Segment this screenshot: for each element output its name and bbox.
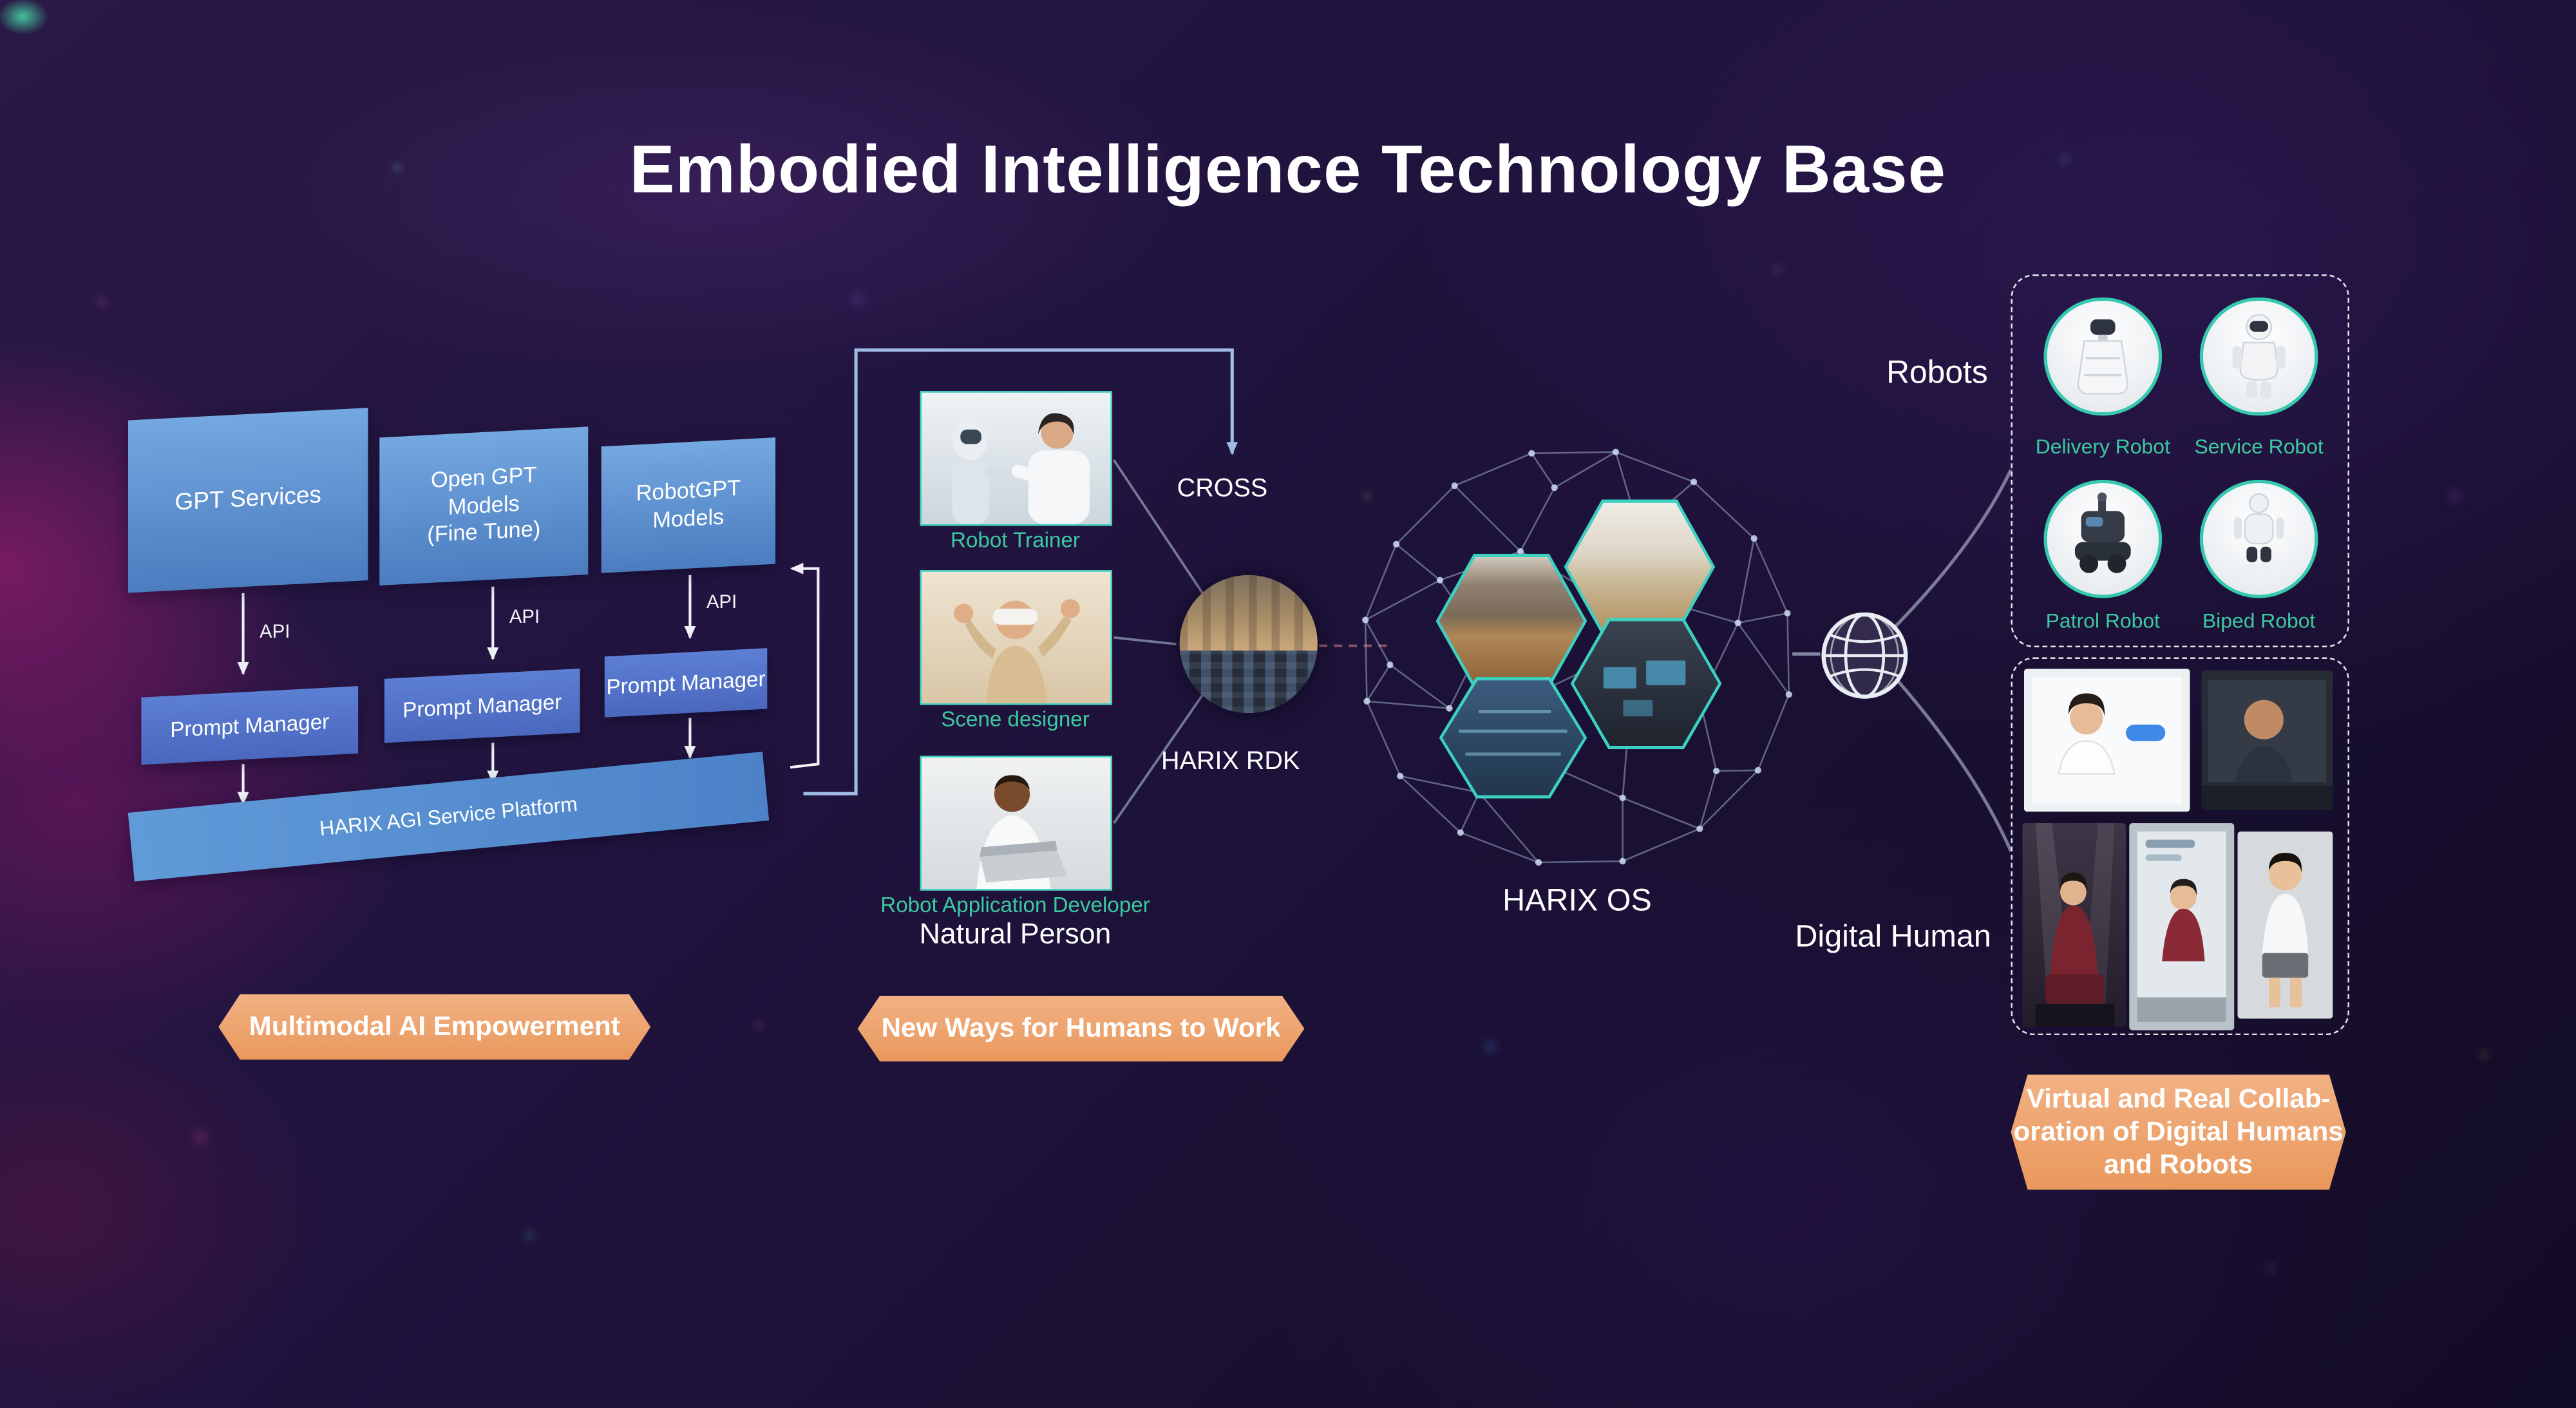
scene-designer-image: [922, 571, 1111, 703]
digital-human-presenter-image: [2023, 669, 2190, 812]
model-box-label: Open GPT Models (Fine Tune): [427, 461, 541, 548]
banner-multimodal-ai: Multimodal AI Empowerment: [218, 994, 651, 1060]
cross-globe-scene: [1179, 575, 1318, 652]
robots-panel: [2011, 274, 2349, 648]
model-box-robotgpt: RobotGPT Models: [601, 437, 776, 573]
banner-label: Multimodal AI Empowerment: [249, 1012, 620, 1042]
digital-human-video-call-image: [2201, 670, 2333, 810]
caption-robot-trainer: Robot Trainer: [951, 527, 1080, 553]
hex-scene-control-room: [1570, 618, 1722, 750]
prompt-manager-box: Prompt Manager: [604, 648, 768, 718]
banner-new-ways: New Ways for Humans to Work: [857, 995, 1305, 1061]
api-label: API: [706, 593, 737, 613]
cross-rdk-globe-image: [1179, 575, 1318, 714]
banner-label: New Ways for Humans to Work: [881, 1013, 1281, 1043]
harix-os-label: HARIX OS: [1502, 884, 1652, 919]
natural-person-label: Natural Person: [919, 917, 1112, 950]
digital-human-stage-image: [2022, 823, 2126, 1027]
biped-robot-label: Biped Robot: [2202, 609, 2316, 633]
hex-scene-image: [1442, 680, 1584, 795]
harix-rdk-label: HARIX RDK: [1161, 747, 1300, 776]
model-box-open-gpt: Open GPT Models (Fine Tune): [379, 426, 589, 585]
delivery-robot-label: Delivery Robot: [2035, 435, 2170, 459]
photo-robot-application-developer: [920, 756, 1113, 891]
cross-label: CROSS: [1177, 475, 1268, 503]
prompt-manager-label: Prompt Manager: [606, 666, 766, 699]
biped-robot-image: [2199, 479, 2318, 598]
model-box-label: GPT Services: [175, 483, 321, 517]
digital-human-child-image: [2237, 831, 2333, 1019]
model-box-label: RobotGPT Models: [636, 475, 741, 532]
photo-scene-designer: [920, 570, 1113, 705]
delivery-robot-image: [2043, 297, 2163, 416]
api-label: API: [260, 622, 290, 643]
digital-human-panel: [2011, 657, 2349, 1036]
digital-human-kiosk-image: [2129, 823, 2235, 1031]
prompt-manager-label: Prompt Manager: [402, 689, 562, 723]
patrol-robot-image: [2043, 479, 2163, 598]
globe-icon: [1819, 609, 1911, 701]
caption-robot-application-developer: Robot Application Developer: [880, 892, 1150, 917]
hex-scene-image: [1439, 557, 1584, 685]
page-title: Embodied Intelligence Technology Base: [629, 131, 1947, 207]
robots-label: Robots: [1886, 355, 1988, 392]
banner-label: Virtual and Real Collab- oration of Digi…: [2013, 1084, 2344, 1180]
prompt-manager-box: Prompt Manager: [384, 668, 580, 743]
network-sphere: [1350, 437, 1804, 878]
patrol-robot-label: Patrol Robot: [2045, 609, 2160, 633]
prompt-manager-box: Prompt Manager: [141, 686, 359, 765]
robot-trainer-image: [922, 392, 1111, 524]
model-box-gpt-services: GPT Services: [128, 408, 368, 593]
digital-human-label: Digital Human: [1795, 920, 1991, 955]
platform-label: HARIX AGI Service Platform: [318, 792, 579, 841]
api-label: API: [509, 607, 540, 628]
photo-robot-trainer: [920, 391, 1113, 526]
service-robot-label: Service Robot: [2194, 435, 2324, 459]
prompt-manager-label: Prompt Manager: [170, 709, 330, 742]
service-robot-image: [2199, 297, 2318, 416]
robot-application-developer-image: [922, 757, 1111, 890]
caption-scene-designer: Scene designer: [941, 706, 1090, 732]
banner-virtual-real-collaboration: Virtual and Real Collab- oration of Digi…: [2011, 1074, 2346, 1190]
hex-scene-bright-room: [1564, 499, 1716, 634]
cross-globe-screens: [1179, 651, 1318, 714]
